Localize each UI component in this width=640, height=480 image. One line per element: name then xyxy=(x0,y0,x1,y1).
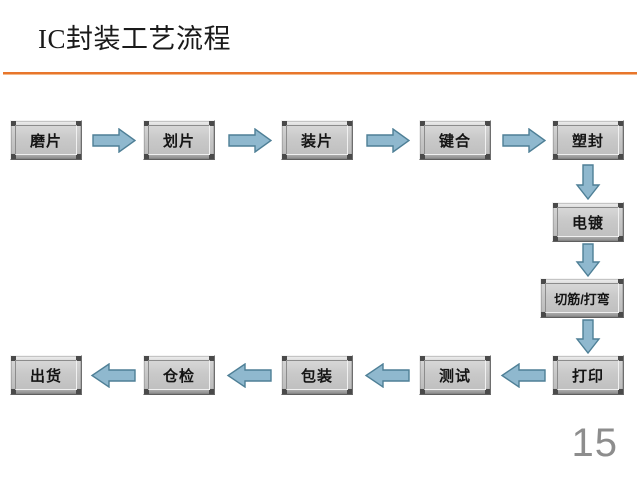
node-inner: 切筋/打弯 xyxy=(545,283,619,313)
bevel-corner xyxy=(553,121,558,126)
bevel-corner xyxy=(209,121,214,126)
page-title: IC封装工艺流程 xyxy=(38,24,231,54)
node-inner: 仓检 xyxy=(148,360,210,390)
process-node-包装[interactable]: 包装 xyxy=(281,355,353,395)
node-inner: 键合 xyxy=(424,125,486,155)
bevel-corner xyxy=(11,356,16,361)
bevel-corner xyxy=(282,154,287,159)
bevel-corner xyxy=(282,121,287,126)
bevel-corner xyxy=(144,356,149,361)
arrow-left-测试-包装 xyxy=(364,363,410,388)
bevel-corner xyxy=(209,356,214,361)
bevel-corner xyxy=(485,154,490,159)
bevel-corner xyxy=(541,312,546,317)
node-label: 电镀 xyxy=(571,214,604,232)
arrow-right-装片-键合 xyxy=(366,128,410,153)
title-divider xyxy=(3,72,637,74)
node-inner: 出货 xyxy=(15,360,77,390)
bevel-corner xyxy=(11,389,16,394)
process-node-电镀[interactable]: 电镀 xyxy=(552,202,624,242)
bevel-corner xyxy=(541,279,546,284)
bevel-corner xyxy=(420,154,425,159)
node-label: 切筋/打弯 xyxy=(554,291,610,307)
bevel-corner xyxy=(144,154,149,159)
bevel-corner xyxy=(553,154,558,159)
bevel-corner xyxy=(553,389,558,394)
title-divider-highlight xyxy=(3,74,637,75)
node-label: 磨片 xyxy=(29,132,62,150)
bevel-corner xyxy=(485,356,490,361)
node-inner: 磨片 xyxy=(15,125,77,155)
process-node-仓检[interactable]: 仓检 xyxy=(143,355,215,395)
process-node-出货[interactable]: 出货 xyxy=(10,355,82,395)
bevel-corner xyxy=(76,121,81,126)
process-node-键合[interactable]: 键合 xyxy=(419,120,491,160)
node-label: 测试 xyxy=(438,367,471,385)
bevel-corner xyxy=(209,389,214,394)
node-label: 打印 xyxy=(571,367,604,385)
bevel-corner xyxy=(347,154,352,159)
bevel-corner xyxy=(618,356,623,361)
bevel-corner xyxy=(76,389,81,394)
bevel-corner xyxy=(618,236,623,241)
bevel-corner xyxy=(618,203,623,208)
bevel-corner xyxy=(144,389,149,394)
arrow-down-切筋打弯-打印 xyxy=(575,319,601,354)
process-node-划片[interactable]: 划片 xyxy=(143,120,215,160)
bevel-corner xyxy=(618,312,623,317)
bevel-corner xyxy=(420,356,425,361)
node-label: 划片 xyxy=(162,132,195,150)
arrow-left-仓检-出货 xyxy=(90,363,136,388)
process-node-打印[interactable]: 打印 xyxy=(552,355,624,395)
arrow-right-磨片-划片 xyxy=(92,128,136,153)
bevel-corner xyxy=(420,121,425,126)
bevel-corner xyxy=(553,236,558,241)
bevel-corner xyxy=(485,121,490,126)
bevel-corner xyxy=(347,389,352,394)
node-inner: 打印 xyxy=(557,360,619,390)
node-label: 装片 xyxy=(300,132,333,150)
bevel-corner xyxy=(11,154,16,159)
bevel-corner xyxy=(11,121,16,126)
process-node-塑封[interactable]: 塑封 xyxy=(552,120,624,160)
bevel-corner xyxy=(553,356,558,361)
arrow-down-塑封-电镀 xyxy=(575,164,601,200)
bevel-corner xyxy=(347,356,352,361)
arrow-left-包装-仓检 xyxy=(226,363,272,388)
bevel-corner xyxy=(618,389,623,394)
bevel-corner xyxy=(209,154,214,159)
page-number: 15 xyxy=(571,421,618,465)
arrow-left-打印-测试 xyxy=(500,363,546,388)
process-node-切筋打弯[interactable]: 切筋/打弯 xyxy=(540,278,624,318)
node-label: 包装 xyxy=(300,367,333,385)
bevel-corner xyxy=(618,154,623,159)
node-label: 塑封 xyxy=(571,132,604,150)
node-label: 仓检 xyxy=(162,367,195,385)
bevel-corner xyxy=(282,389,287,394)
bevel-corner xyxy=(420,389,425,394)
arrow-down-电镀-切筋打弯 xyxy=(575,243,601,277)
bevel-corner xyxy=(553,203,558,208)
bevel-corner xyxy=(618,121,623,126)
node-label: 出货 xyxy=(29,367,62,385)
arrow-right-键合-塑封 xyxy=(502,128,546,153)
bevel-corner xyxy=(485,389,490,394)
bevel-corner xyxy=(144,121,149,126)
process-node-测试[interactable]: 测试 xyxy=(419,355,491,395)
node-label: 键合 xyxy=(438,132,471,150)
bevel-corner xyxy=(347,121,352,126)
node-inner: 塑封 xyxy=(557,125,619,155)
bevel-corner xyxy=(76,356,81,361)
process-node-磨片[interactable]: 磨片 xyxy=(10,120,82,160)
bevel-corner xyxy=(282,356,287,361)
arrow-right-划片-装片 xyxy=(228,128,272,153)
node-inner: 包装 xyxy=(286,360,348,390)
node-inner: 划片 xyxy=(148,125,210,155)
node-inner: 测试 xyxy=(424,360,486,390)
bevel-corner xyxy=(618,279,623,284)
node-inner: 电镀 xyxy=(557,207,619,237)
bevel-corner xyxy=(76,154,81,159)
process-node-装片[interactable]: 装片 xyxy=(281,120,353,160)
node-inner: 装片 xyxy=(286,125,348,155)
